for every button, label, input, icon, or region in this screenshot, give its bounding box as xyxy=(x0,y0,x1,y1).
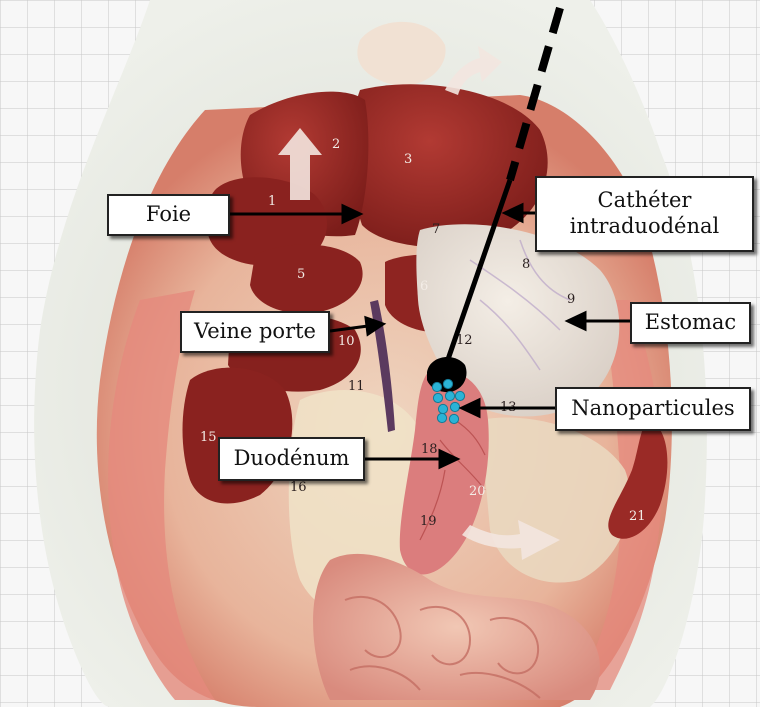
organ-number-1: 1 xyxy=(268,194,276,209)
label-liver: Foie xyxy=(107,194,230,236)
organ-number-18: 18 xyxy=(421,442,438,457)
organ-number-7: 7 xyxy=(432,222,440,237)
organ-number-9: 9 xyxy=(567,292,575,307)
nanoparticle xyxy=(433,393,442,402)
nanoparticle xyxy=(445,391,454,400)
label-duodenum: Duodénum xyxy=(218,437,365,481)
organ-number-16: 16 xyxy=(290,480,307,495)
organ-number-20: 20 xyxy=(469,484,486,499)
organ-number-6: 6 xyxy=(420,279,428,294)
organ-number-3: 3 xyxy=(404,152,412,167)
label-portal-vein: Veine porte xyxy=(180,311,330,353)
organ-number-11: 11 xyxy=(348,379,365,394)
nanoparticle xyxy=(450,402,459,411)
nanoparticle xyxy=(455,391,464,400)
label-nanoparticles: Nanoparticules xyxy=(555,387,751,431)
organ-number-21: 21 xyxy=(629,509,646,524)
nanoparticle xyxy=(432,382,441,391)
nanoparticle xyxy=(449,414,458,423)
organ-number-19: 19 xyxy=(420,514,437,529)
label-catheter: Cathéter intraduodénal xyxy=(535,176,754,252)
nanoparticle xyxy=(443,379,452,388)
label-stomach: Estomac xyxy=(630,302,751,344)
organ-number-2: 2 xyxy=(332,137,340,152)
organ-number-10: 10 xyxy=(338,334,355,349)
nanoparticle xyxy=(438,404,447,413)
organ-number-8: 8 xyxy=(522,257,530,272)
organ-number-5: 5 xyxy=(297,267,305,282)
organ-number-15: 15 xyxy=(200,430,217,445)
nanoparticle xyxy=(437,413,446,422)
